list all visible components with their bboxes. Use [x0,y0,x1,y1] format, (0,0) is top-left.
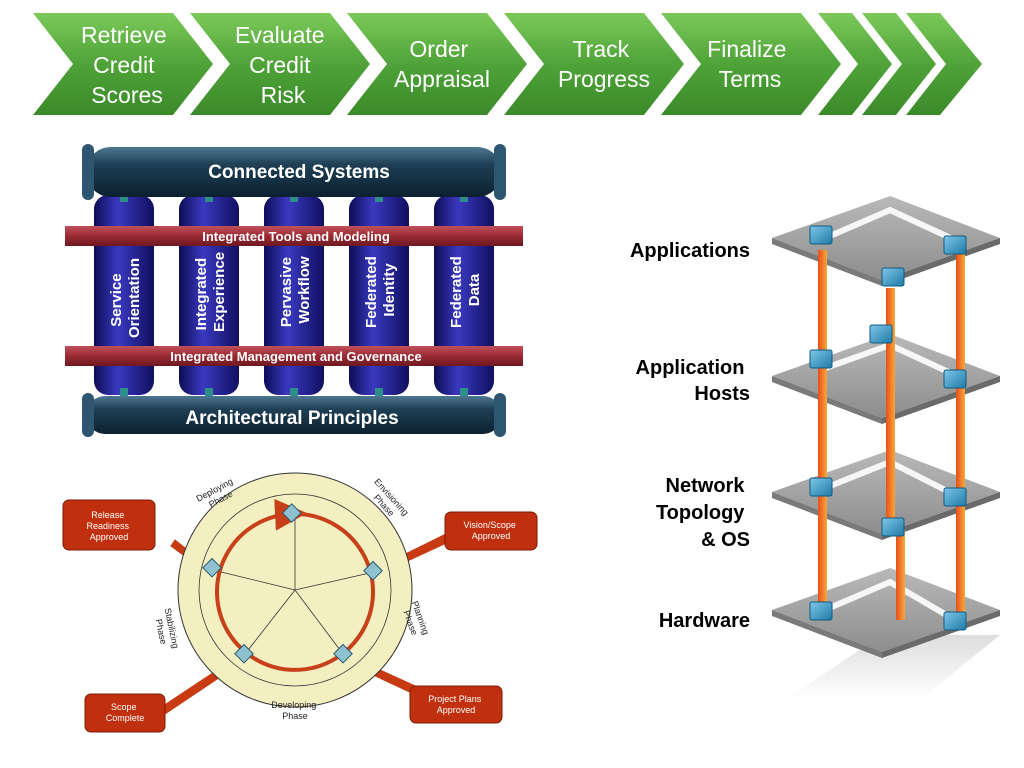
pipe-top-label: Connected Systems [208,162,390,183]
chevron-4-line-1: Track [572,36,629,62]
milestone-diamond-plans [333,643,353,664]
phase-stabilizing: Stabilizing Phase [152,607,182,654]
pipe-connected-systems: Connected Systems [82,144,506,200]
chevron-step-1: Retrieve Credit Scores [33,13,213,115]
pipe-architectural-principles: Architectural Principles [82,393,506,437]
chevron-2-line-3: Risk [261,82,306,108]
chevron-step-2: Evaluate Credit Risk [190,13,370,115]
layer-label-network: Network Topology & OS [656,475,750,551]
chevron-1-line-3: Scores [91,82,163,108]
lifecycle-diagram: Deploying Phase Envisioning Phase Planni… [62,472,538,733]
layer-label-applications: Applications [630,240,750,262]
milestone-diamond-deploy [281,503,302,523]
chevron-1-line-1: Retrieve [81,22,167,48]
phase-developing: Developing Phase [271,700,319,721]
column-label-3: Pervasive Workflow [278,253,313,327]
flow-arrow [215,498,375,672]
svg-text:Retrieve Credit Sc: Retrieve Credit Scores [81,22,173,108]
chevron-5-line-2: Terms [719,66,782,92]
milestone-scope-complete: Scope Complete [84,693,166,733]
process-flow: Retrieve Credit Scores Evaluate Credit R… [33,13,982,115]
pipe-bottom-label: Architectural Principles [185,408,398,429]
chevron-4-line-2: Progress [558,66,650,92]
chevron-small-2 [862,13,936,115]
connector-wires [818,250,965,620]
chevron-3-line-2: Appraisal [394,66,490,92]
plate-hardware [772,568,1000,658]
chevron-step-4: Track Progress [504,13,684,115]
milestone-diamond-release [202,557,222,578]
svg-text:Vision/Scope Approved: Vision/Scope Approved [464,520,519,541]
chevron-step-3: Order Appraisal [347,13,527,115]
svg-text:Evaluate Credit Ri: Evaluate Credit Risk [235,22,331,108]
device-nodes [809,225,967,631]
column-label-5: Federated Data [448,252,483,328]
beam-tools-modeling: Integrated Tools and Modeling [65,226,523,246]
chevron-small-3 [906,13,982,115]
milestone-diamond-scope [234,643,254,664]
beam-management-governance: Integrated Management and Governance [65,346,523,366]
chevron-2-line-2: Credit [249,52,311,78]
svg-text:Project Plans Approved: Project Plans Approved [428,694,484,715]
chevron-small-1 [818,13,892,115]
beam-bottom-label: Integrated Management and Governance [170,349,421,364]
svg-text:Scope Complete: Scope Complete [106,702,145,723]
beam-top-label: Integrated Tools and Modeling [202,229,390,244]
infrastructure-stack: Applications Application Hosts Network T… [630,196,1000,700]
svg-text:Order Appraisal: Order Appraisal [394,36,490,92]
column-label-4: Federated Identity [363,252,398,328]
milestone-vision-scope: Vision/Scope Approved [444,511,538,551]
layer-label-hosts: Application Hosts [636,357,750,405]
chevron-3-line-1: Order [409,36,468,62]
column-label-1: Service Orientation [108,258,143,338]
chevron-2-line-1: Evaluate [235,22,325,48]
chevron-step-5: Finalize Terms [661,13,841,115]
chevron-5-line-1: Finalize [707,36,786,62]
column-label-2: Integrated Experience [193,252,228,332]
svg-text:Release Readiness: Release Readiness Approved [86,510,131,542]
architecture-diagram: Integrated Tools and Modeling Integrated… [65,144,523,437]
chevron-1-line-2: Credit [93,52,155,78]
milestone-release-readiness: Release Readiness Approved [62,499,156,551]
svg-text:Track Progress: Track Progress [558,36,650,92]
milestone-diamond-vision [363,560,383,581]
layer-label-hardware: Hardware [659,610,750,632]
milestone-project-plans: Project Plans Approved [409,685,503,724]
svg-text:Finalize Terms: Finalize Terms [707,36,793,92]
